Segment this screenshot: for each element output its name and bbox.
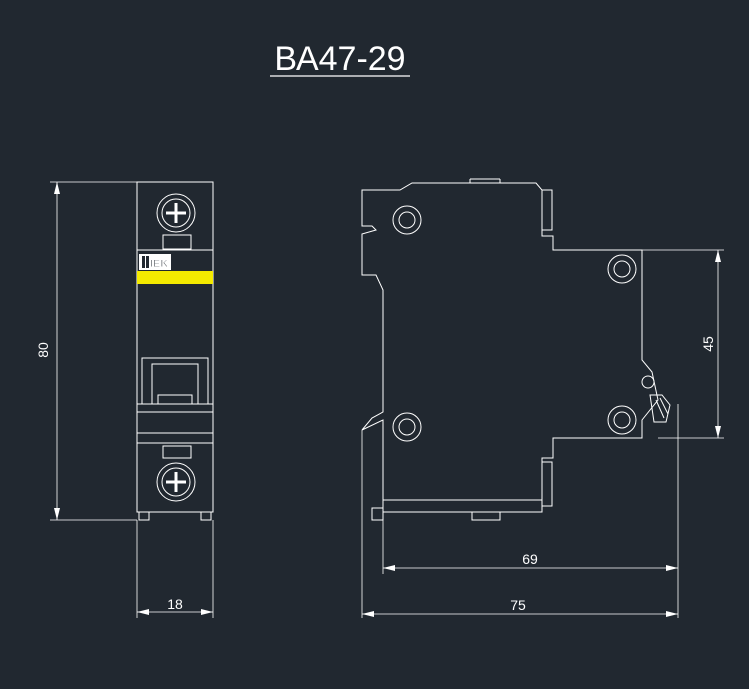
front-foot-right [200,511,212,521]
dimension-height-front [50,181,137,521]
dimension-width-label: 18 [167,596,183,612]
yellow-marking-stripe [137,271,213,284]
side-body-outline [361,182,659,513]
side-upper-clip [541,189,553,231]
dimension-mount-depth [382,404,679,618]
side-foot-left [371,507,384,521]
lower-right-terminal-hole-icon [607,405,637,435]
drawing-title: ВА47-29 [274,40,405,78]
side-toggle-mechanism-icon [641,375,671,423]
front-foot-left [138,511,150,521]
bottom-label-slot [162,445,192,459]
dimension-width-front [136,520,214,618]
upper-right-terminal-hole-icon [607,254,637,284]
top-terminal-screw-icon [156,193,196,233]
bottom-terminal-screw-icon [156,462,196,502]
toggle-lever-tip [157,394,193,405]
toggle-lever [151,363,199,405]
dimension-side-height [642,249,724,439]
side-lower-clip [541,461,553,507]
dimension-height-label: 80 [35,342,51,358]
iek-logo-text: IEK [150,258,168,270]
top-label-slot [162,234,192,250]
side-view [361,178,671,618]
front-view: IEK [136,181,214,521]
upper-left-terminal-hole-icon [392,205,422,235]
dimension-total-depth-label: 75 [510,597,526,613]
side-foot-right [471,511,501,521]
dimension-total-depth [362,611,678,617]
iek-logo-icon: IEK [139,254,171,271]
dimension-side-height-label: 45 [700,336,716,352]
dimension-mount-depth-label: 69 [522,551,538,567]
title-group: ВА47-29 [270,40,410,78]
lower-left-terminal-hole-icon [392,412,422,442]
